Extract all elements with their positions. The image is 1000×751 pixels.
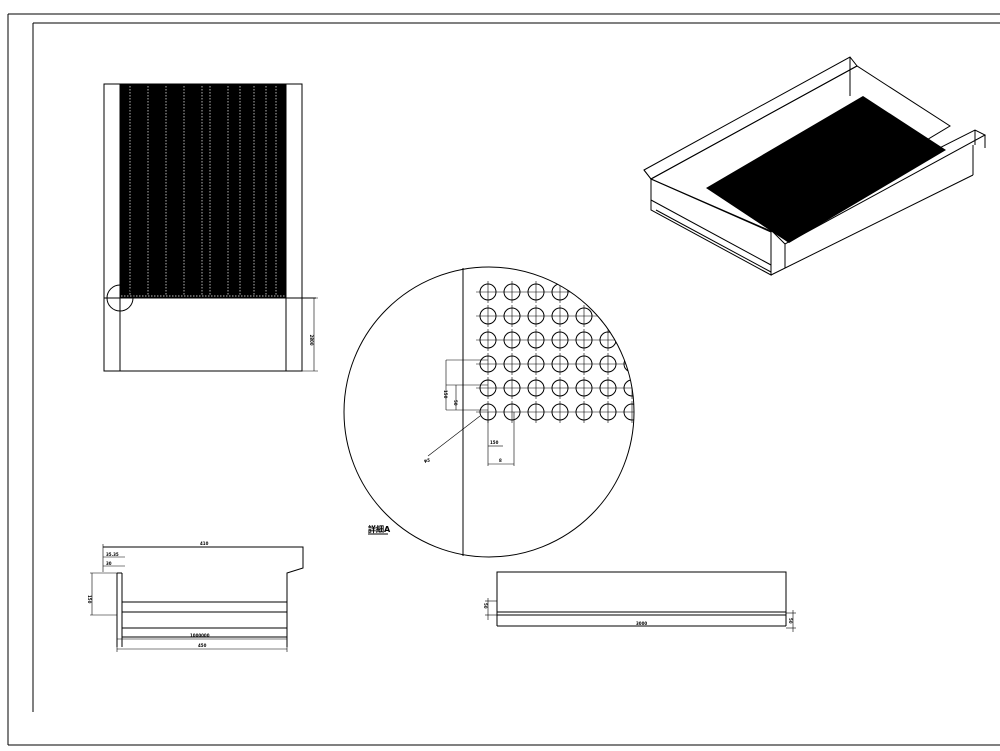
top-view: 2800	[103, 83, 318, 372]
detail-callout-circle	[106, 284, 134, 312]
front-length-dim: 3000	[636, 621, 647, 626]
perforation-hole	[476, 305, 500, 327]
iso-perforated-deck	[706, 96, 946, 243]
perforation-hole	[524, 401, 548, 423]
perforation-hole	[548, 305, 572, 327]
side-flange-w2-dim: 30	[106, 561, 112, 566]
front-left-dim: 50	[483, 603, 488, 609]
perforation-hole	[500, 401, 524, 423]
detail-edge-y-dim: 50	[453, 400, 458, 406]
perforation-hole	[524, 305, 548, 327]
side-height-dim: 150	[87, 595, 92, 604]
perforation-hole	[572, 305, 596, 327]
sheet-frame	[7, 13, 1000, 746]
perforation-hole	[500, 305, 524, 327]
side-overall-width-dim: 410	[200, 541, 209, 546]
perforation-hole	[500, 329, 524, 351]
side-bottom-width-dim: 450	[198, 643, 207, 648]
front-view: 50 3000 50	[483, 571, 796, 632]
perforation-hole	[476, 377, 500, 399]
perforation-hole	[476, 329, 500, 351]
perforated-area	[120, 84, 286, 298]
perforation-hole	[596, 401, 620, 423]
perforation-hole	[500, 353, 524, 375]
perforation-hole	[476, 353, 500, 375]
hole-pattern	[476, 281, 634, 423]
perforation-hole	[572, 281, 596, 303]
detail-a-view: φ5 150 50 150 8 詳細A	[343, 266, 635, 558]
front-right-dim: 50	[788, 618, 793, 624]
perforation-hole	[620, 305, 634, 327]
perforation-hole	[476, 281, 500, 303]
perforation-hole	[596, 377, 620, 399]
perforation-hole	[596, 329, 620, 351]
perforation-hole	[524, 353, 548, 375]
perforation-hole	[548, 329, 572, 351]
perforation-hole	[572, 401, 596, 423]
detail-edge-x-dim: 8	[499, 458, 502, 463]
perforation-hole	[620, 329, 634, 351]
detail-pitch-y-dim: 150	[443, 390, 448, 399]
perforation-hole	[500, 377, 524, 399]
side-inner-width-dim: 1000000	[190, 633, 210, 638]
perforation-hole	[572, 377, 596, 399]
top-view-height-dim: 2800	[309, 334, 314, 345]
side-flange-w1-dim: 35.35	[106, 552, 119, 557]
perforation-hole	[524, 281, 548, 303]
perforation-hole	[524, 377, 548, 399]
perforation-hole	[548, 281, 572, 303]
perforation-hole	[572, 329, 596, 351]
perforation-hole	[620, 281, 634, 303]
perforation-hole	[596, 305, 620, 327]
perforation-hole	[500, 281, 524, 303]
perforation-hole	[620, 353, 634, 375]
perforation-hole	[620, 377, 634, 399]
perforation-hole	[596, 281, 620, 303]
isometric-view	[643, 56, 987, 276]
perforation-grid	[121, 86, 285, 297]
detail-a-label: 詳細A	[368, 524, 391, 534]
perforation-hole	[596, 353, 620, 375]
perforation-hole	[548, 377, 572, 399]
perforation-hole	[524, 329, 548, 351]
side-view: 410 35.35 30 150 1000000 450	[87, 541, 304, 652]
perforation-hole	[548, 353, 572, 375]
hole-diameter-dim: φ5	[424, 458, 430, 463]
perforation-hole	[548, 401, 572, 423]
perforation-hole	[620, 401, 634, 423]
perforation-hole	[572, 353, 596, 375]
detail-pitch-x-dim: 150	[490, 440, 499, 445]
